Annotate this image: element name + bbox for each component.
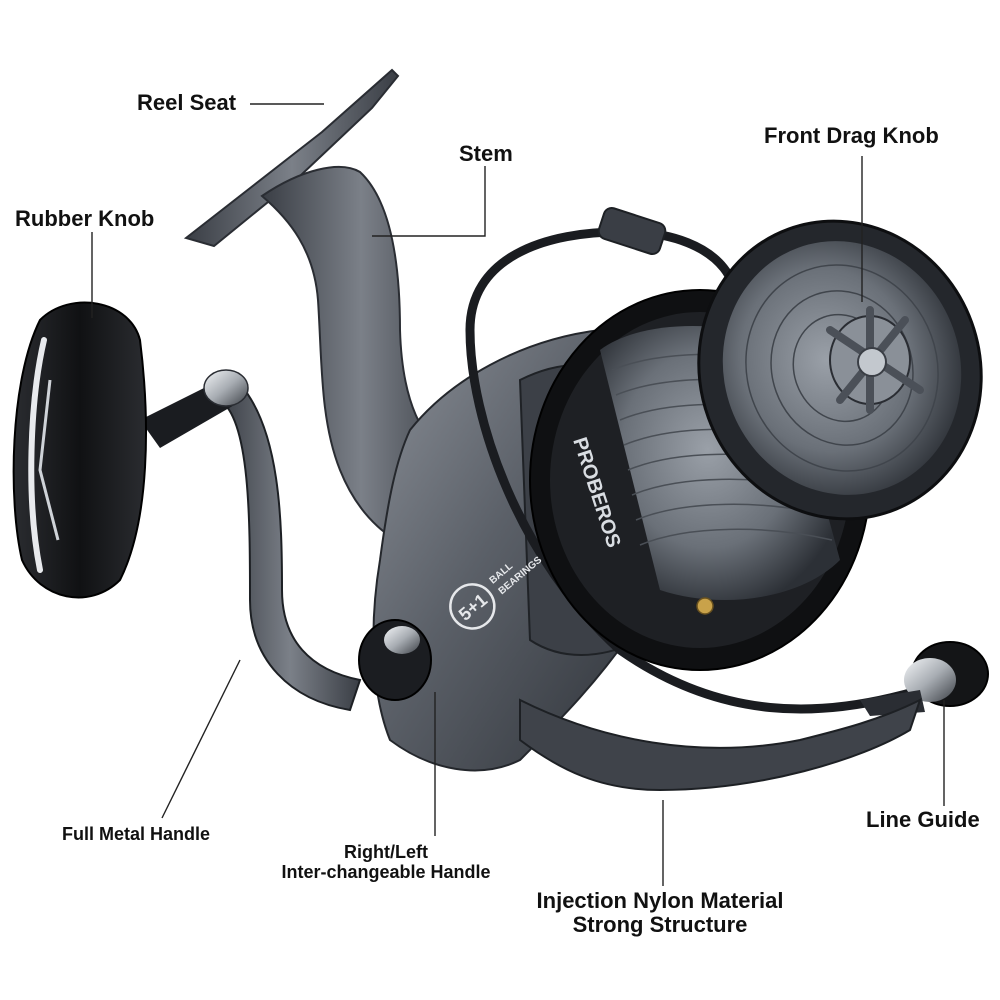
bail-arm-lower <box>519 698 922 792</box>
reel-seat-shape <box>183 68 400 248</box>
bail-arm-top <box>597 206 667 256</box>
label-reel-seat: Reel Seat <box>137 90 237 115</box>
label-right-left-line2: Inter-changeable Handle <box>281 861 491 882</box>
front-drag-knob <box>826 306 924 414</box>
label-front-drag-knob: Front Drag Knob <box>764 123 939 148</box>
handle-arm <box>218 382 362 712</box>
label-injection-line2: Strong Structure <box>572 912 748 938</box>
spool-gold-screw <box>696 597 714 615</box>
handle-joint <box>203 369 249 407</box>
label-line-guide: Line Guide <box>866 807 980 832</box>
handle-hub-chrome <box>384 626 420 654</box>
label-injection-nylon: Injection Nylon Material Strong Structur… <box>522 888 798 938</box>
rubber-knob <box>12 301 147 599</box>
label-right-left-line1: Right/Left <box>344 842 428 862</box>
leader-stem <box>372 166 486 237</box>
callout-lines <box>91 103 945 886</box>
leader-full-metal <box>161 659 241 819</box>
label-right-left-handle: Right/Left Inter-changeable Handle <box>262 842 510 883</box>
line-guide-roller <box>860 641 989 716</box>
label-injection-line1: Injection Nylon Material <box>536 888 784 913</box>
label-full-metal-handle: Full Metal Handle <box>62 824 211 844</box>
label-rubber-knob: Rubber Knob <box>15 206 155 231</box>
label-stem: Stem <box>459 141 513 166</box>
bail-wire-lower <box>465 325 925 714</box>
